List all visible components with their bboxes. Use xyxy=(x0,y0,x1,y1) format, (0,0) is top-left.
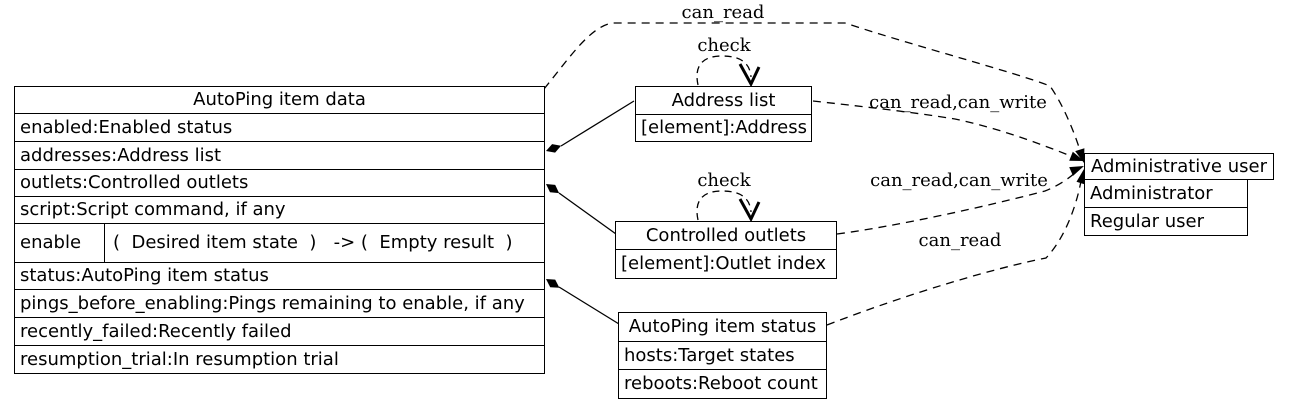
diamond-outlets xyxy=(546,184,560,194)
node-administrative-user-title: Administrative user xyxy=(1084,153,1274,180)
edge-table-to-admin xyxy=(543,22,1083,158)
arrowhead-table-to-admin xyxy=(1075,148,1085,163)
edge-check-address-list xyxy=(696,55,752,86)
node-title: AutoPing item status xyxy=(628,316,817,337)
diamond-status xyxy=(546,279,560,288)
attribute-row-addresses: addresses:Address list xyxy=(15,141,544,169)
edge-label-can-read-can-write-outlets: can_read,can_write xyxy=(870,170,1048,191)
arrowhead-addresslist-to-admin xyxy=(1069,151,1084,161)
node-address-list: Address list [element]:Address xyxy=(635,86,812,142)
edge-label-check-controlled-outlets: check xyxy=(697,170,751,191)
edge-outlets-attr xyxy=(558,192,617,235)
edge-label-can-read-status: can_read xyxy=(918,230,1002,251)
attribute-row-script: script:Script command, if any xyxy=(15,196,544,223)
attribute-row-outlets: outlets:Controlled outlets xyxy=(15,169,544,196)
method-row-enable: enable ( Desired item state ) -> ( Empty… xyxy=(15,223,544,262)
node-title: Administrative user xyxy=(1090,155,1267,177)
diamond-addresses xyxy=(546,144,562,153)
method-signature: ( Desired item state ) -> ( Empty result… xyxy=(113,232,513,253)
node-administrative-user-row-regular-user: Regular user xyxy=(1084,207,1248,236)
edge-label-can-read-top: can_read xyxy=(681,2,765,23)
node-controlled-outlets: Controlled outlets [element]:Outlet inde… xyxy=(615,221,837,279)
attribute-row-pings-before-enabling: pings_before_enabling:Pings remaining to… xyxy=(15,289,544,317)
attribute-row-reboots: reboots:Reboot count xyxy=(619,369,826,398)
node-title: Controlled outlets xyxy=(645,224,807,246)
attribute-row-hosts: hosts:Target states xyxy=(619,341,826,369)
edge-addresslist-to-admin xyxy=(812,100,1077,159)
attribute-row-element-address: [element]:Address xyxy=(636,114,811,141)
node-administrative-user-row-administrator: Administrator xyxy=(1084,179,1248,208)
edge-status-attr xyxy=(558,286,620,325)
method-name: enable xyxy=(15,224,105,262)
node-autoping-item-status: AutoPing item status hosts:Target states… xyxy=(618,312,827,399)
user-role-row: Regular user xyxy=(1090,210,1205,232)
node-title: Address list xyxy=(671,89,776,111)
node-autoping-item-data: AutoPing item data enabled:Enabled statu… xyxy=(14,86,545,374)
edge-outlets-to-admin xyxy=(836,169,1079,235)
edge-label-check-address-list: check xyxy=(697,35,751,56)
user-role-row: Administrator xyxy=(1090,182,1213,204)
attribute-row-resumption-trial: resumption_trial:In resumption trial xyxy=(15,345,544,373)
edge-addresses-attr xyxy=(560,100,635,147)
attribute-row-recently-failed: recently_failed:Recently failed xyxy=(15,317,544,345)
edge-label-can-read-can-write-address: can_read,can_write xyxy=(869,92,1047,113)
vee-arrowhead-controlled-outlets xyxy=(738,198,761,223)
arrowhead-outlets-to-admin xyxy=(1069,166,1084,176)
attribute-row-status: status:AutoPing item status xyxy=(15,262,544,289)
edge-status-to-admin xyxy=(826,180,1082,326)
attribute-row-element-outlet-index: [element]:Outlet index xyxy=(616,249,836,278)
attribute-row-enabled: enabled:Enabled status xyxy=(15,113,544,141)
node-title: AutoPing item data xyxy=(193,89,366,110)
arrowhead-status-to-admin xyxy=(1076,169,1086,185)
vee-arrowhead-address-list xyxy=(738,63,761,88)
edge-check-controlled-outlets xyxy=(696,190,752,221)
